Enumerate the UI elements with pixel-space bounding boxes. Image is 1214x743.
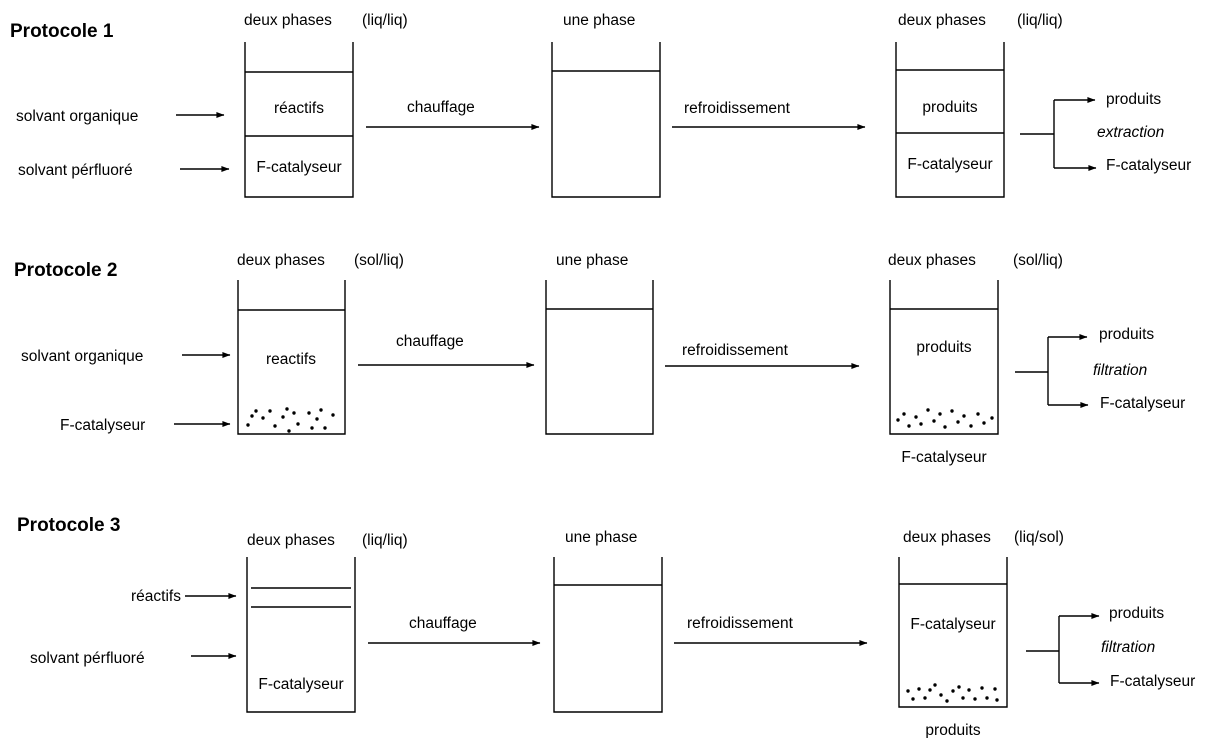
output-label: produits (1099, 326, 1154, 343)
output-label: F-catalyseur (1110, 673, 1195, 690)
phase-tag: (sol/liq) (354, 252, 404, 269)
input-label: solvant organique (16, 108, 138, 125)
beaker (246, 557, 356, 713)
input-label: solvant pérfluoré (30, 650, 145, 667)
beaker-header: deux phases (903, 529, 991, 546)
solid-catalyst-particles (896, 408, 994, 429)
phase-label: produits (922, 99, 977, 116)
phase-label: F-catalyseur (910, 616, 995, 633)
step-label: chauffage (407, 99, 475, 116)
separation-method: extraction (1097, 124, 1164, 141)
solid-catalyst-particles (246, 407, 335, 433)
output-label: produits (1106, 91, 1161, 108)
separation-method: filtration (1093, 362, 1147, 379)
output-label: produits (1109, 605, 1164, 622)
input-label: solvant pérfluoré (18, 162, 133, 179)
phase-tag: (sol/liq) (1013, 252, 1063, 269)
beaker-header: une phase (563, 12, 635, 29)
phase-tag: (liq/liq) (362, 532, 408, 549)
input-label: F-catalyseur (60, 417, 145, 434)
step-label: chauffage (396, 333, 464, 350)
step-label: chauffage (409, 615, 477, 632)
protocol-2-title: Protocole 2 (14, 260, 117, 281)
beaker-header: deux phases (244, 12, 332, 29)
beaker-below-label: F-catalyseur (901, 449, 986, 466)
phase-label: F-catalyseur (907, 156, 992, 173)
solid-product-particles (906, 683, 999, 703)
beaker-header: une phase (556, 252, 628, 269)
beaker (237, 280, 346, 435)
protocol-3: Protocole 3 réactifs solvant pérfluoré d… (17, 515, 1195, 739)
beaker (553, 557, 663, 713)
beaker-header: deux phases (898, 12, 986, 29)
output-label: F-catalyseur (1100, 395, 1185, 412)
protocol-1: Protocole 1 solvant organique solvant pé… (10, 12, 1191, 198)
beaker (889, 280, 999, 435)
protocol-1-title: Protocole 1 (10, 21, 114, 42)
phase-tag: (liq/sol) (1014, 529, 1064, 546)
phase-label: reactifs (266, 351, 316, 368)
beaker-header: deux phases (888, 252, 976, 269)
phase-tag: (liq/liq) (1017, 12, 1063, 29)
beaker-header: deux phases (247, 532, 335, 549)
beaker (545, 280, 654, 435)
phase-label: F-catalyseur (258, 676, 343, 693)
beaker (895, 42, 1005, 198)
phase-tag: (liq/liq) (362, 12, 408, 29)
phase-label: F-catalyseur (256, 159, 341, 176)
step-label: refroidissement (682, 342, 789, 359)
beaker (898, 557, 1008, 708)
phase-label: produits (916, 339, 971, 356)
step-label: refroidissement (684, 100, 791, 117)
beaker (551, 42, 661, 198)
protocol-3-title: Protocole 3 (17, 515, 120, 536)
beaker-header: une phase (565, 529, 637, 546)
input-label: réactifs (131, 588, 181, 605)
beaker-below-label: produits (925, 722, 980, 738)
protocol-2: Protocole 2 solvant organique F-catalyse… (14, 252, 1185, 466)
output-label: F-catalyseur (1106, 157, 1191, 174)
beaker (244, 42, 354, 198)
step-label: refroidissement (687, 615, 794, 632)
phase-label: réactifs (274, 100, 324, 117)
input-label: solvant organique (21, 348, 143, 365)
separation-method: filtration (1101, 639, 1155, 656)
beaker-header: deux phases (237, 252, 325, 269)
